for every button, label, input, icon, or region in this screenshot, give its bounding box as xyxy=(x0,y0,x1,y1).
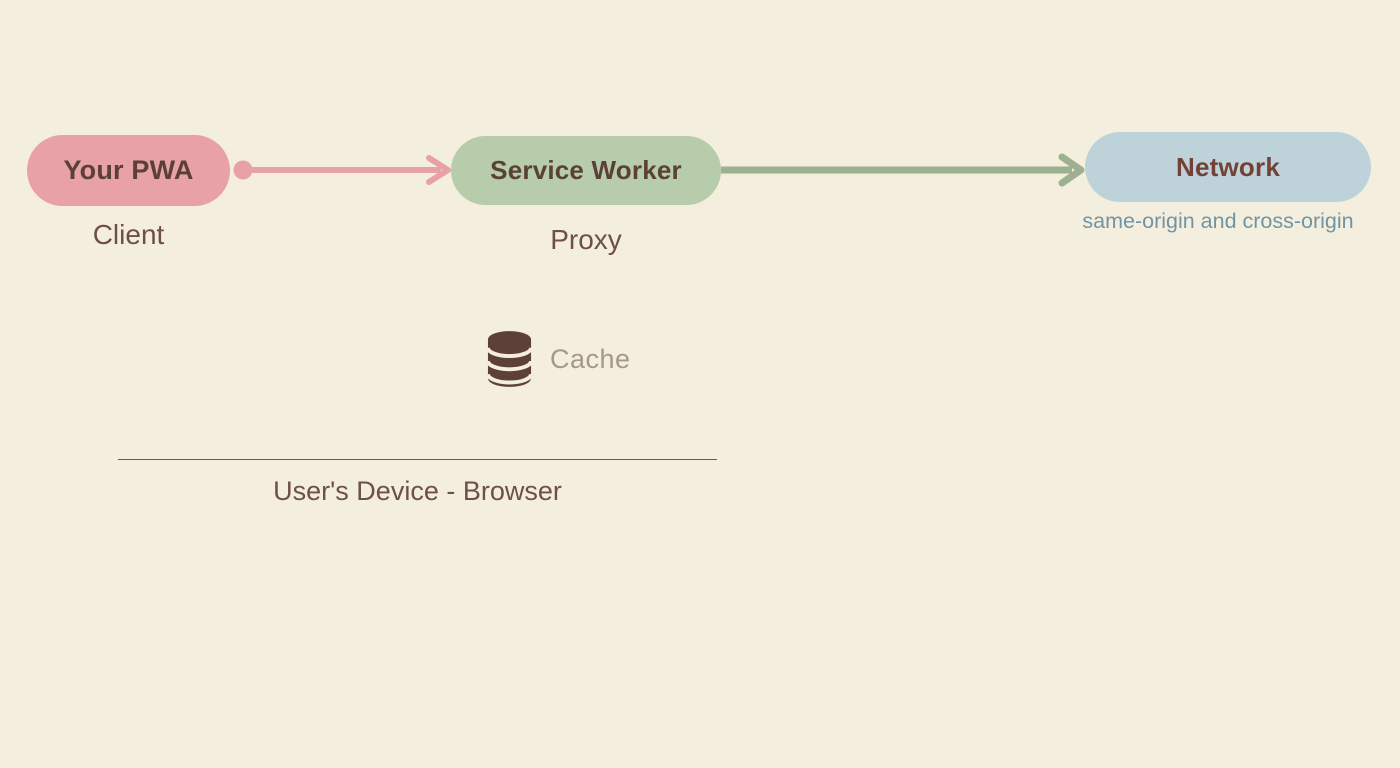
node-your-pwa-caption: Client xyxy=(92,219,165,250)
cache-label: Cache xyxy=(550,343,631,374)
node-network: Network xyxy=(1085,132,1371,202)
database-icon xyxy=(486,331,533,387)
device-boundary-label: User's Device - Browser xyxy=(273,476,562,506)
node-your-pwa-label: Your PWA xyxy=(63,155,194,185)
node-network-caption: same-origin and cross-origin xyxy=(1082,209,1354,233)
cache-group: Cache xyxy=(486,330,631,388)
pwa-to-sw-arrow xyxy=(233,155,451,185)
node-service-worker: Service Worker xyxy=(451,136,721,205)
arrowhead-icon xyxy=(1058,153,1085,187)
node-service-worker-label: Service Worker xyxy=(490,155,682,185)
sw-to-network-arrow xyxy=(721,153,1085,187)
node-your-pwa: Your PWA xyxy=(27,135,230,206)
node-service-worker-caption: Proxy xyxy=(550,224,622,255)
arrowhead-icon xyxy=(426,155,451,185)
device-boundary-line xyxy=(118,459,717,460)
arrow-start-dot xyxy=(233,160,253,180)
node-network-label: Network xyxy=(1176,151,1280,182)
